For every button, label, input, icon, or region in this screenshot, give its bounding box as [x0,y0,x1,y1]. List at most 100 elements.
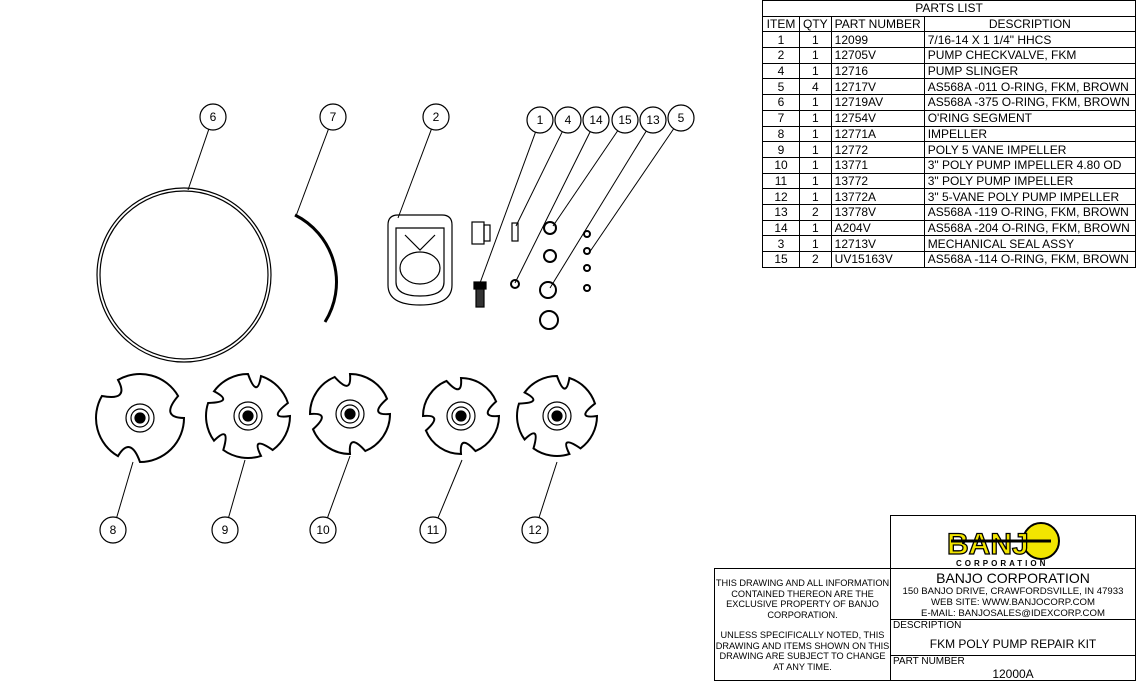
balloon-1 [526,106,554,134]
cell-description: AS568A -375 O-RING, FKM, BROWN [923,94,1136,111]
cell-qty: 2 [799,203,832,221]
balloon-label: 4 [565,113,572,127]
leader-line-7 [295,129,329,217]
cell-item: 13 [762,203,800,221]
cell-description: 3" 5-VANE POLY PUMP IMPELLER [923,188,1136,205]
cell-part-number: 13771 [830,156,925,174]
cell-item: 12 [762,188,800,205]
ownership-notice: THIS DRAWING AND ALL INFORMATION CONTAIN… [714,568,891,681]
cell-description: 3" POLY PUMP IMPELLER 4.80 OD [923,156,1136,174]
leader-line-8 [116,461,134,518]
balloon-label: 1 [537,113,544,127]
cell-description: 7/16-14 X 1 1/4" HHCS [923,31,1136,49]
cell-item: 11 [762,172,800,190]
cell-description: AS568A -011 O-RING, FKM, BROWN [923,78,1136,96]
impeller-9 [205,372,292,459]
cell-item: 6 [762,94,800,111]
part-number-box: PART NUMBER 12000A [890,655,1136,681]
cell-item: 8 [762,125,800,143]
cell-qty: 1 [799,172,832,190]
impeller-10 [308,372,392,456]
leader-line-1 [479,132,536,284]
header-description: DESCRIPTION [923,15,1136,33]
cell-description: 3" POLY PUMP IMPELLER [923,172,1136,190]
cell-description: AS568A -114 O-RING, FKM, BROWN [923,251,1136,268]
cell-qty: 1 [799,141,832,158]
cell-description: IMPELLER [923,125,1136,143]
balloon-12 [521,516,549,544]
cell-qty: 2 [799,251,832,268]
company-email: E-MAIL: BANJOSALES@IDEXCORP.COM [921,608,1105,619]
balloon-13 [639,106,667,134]
cell-item: 10 [762,156,800,174]
balloon-label: 15 [618,113,632,127]
balloon-11 [419,516,447,544]
balloon-5 [667,104,695,132]
cell-part-number: A204V [830,219,925,237]
cell-part-number: 12772 [830,141,925,158]
cell-part-number: 12099 [830,31,925,49]
cell-qty: 1 [799,188,832,205]
cell-part-number: 13772A [830,188,925,205]
balloon-9 [211,516,239,544]
cell-description: MECHANICAL SEAL ASSY [923,235,1136,252]
impeller-11 [421,376,501,456]
cell-description: AS568A -204 O-RING, FKM, BROWN [923,219,1136,237]
header-item: ITEM [762,15,800,33]
description-box: DESCRIPTION FKM POLY PUMP REPAIR KIT [890,619,1136,656]
company-name: BANJO CORPORATION [936,570,1090,586]
parts-list-table: PARTS LIST ITEM QTY PART NUMBER DESCRIPT… [762,0,1136,268]
cell-part-number: 12717V [830,78,925,96]
cell-description: AS568A -119 O-RING, FKM, BROWN [923,203,1136,221]
banjo-logo: BANJ CORPORATION [946,522,1060,568]
cell-part-number: 12716 [830,62,925,80]
impeller-8 [95,373,186,464]
cell-item: 5 [762,78,800,96]
part-2-checkvalve [387,214,453,306]
balloon-label: 2 [433,110,440,124]
balloon-label: 10 [316,523,330,537]
cell-qty: 1 [799,109,832,127]
cell-part-number: 13778V [830,203,925,221]
svg-text:CORPORATION: CORPORATION [956,559,1048,568]
leader-line-13 [549,130,647,289]
company-website: WEB SITE: WWW.BANJOCORP.COM [931,597,1095,608]
balloon-8 [99,516,127,544]
balloon-10 [309,516,337,544]
cell-qty: 1 [799,47,832,64]
balloon-label: 14 [589,113,603,127]
notice-property: THIS DRAWING AND ALL INFORMATION CONTAIN… [715,578,890,620]
cell-qty: 1 [799,125,832,143]
impeller-12 [516,374,599,457]
balloon-label: 7 [330,110,337,124]
cell-part-number: 12713V [830,235,925,252]
cell-description: PUMP CHECKVALVE, FKM [923,47,1136,64]
cell-qty: 1 [799,94,832,111]
cell-description: POLY 5 VANE IMPELLER [923,141,1136,158]
svg-text:BANJ: BANJ [947,528,1029,561]
description-label: DESCRIPTION [893,620,962,631]
cell-item: 9 [762,141,800,158]
cell-item: 15 [762,251,800,268]
cell-item: 4 [762,62,800,80]
leader-line-6 [187,129,210,191]
cell-part-number: 12754V [830,109,925,127]
balloon-label: 12 [528,523,542,537]
notice-changes: UNLESS SPECIFICALLY NOTED, THIS DRAWING … [715,630,890,672]
balloon-2 [422,103,450,131]
leader-line-12 [538,461,558,518]
balloon-label: 11 [427,523,440,537]
